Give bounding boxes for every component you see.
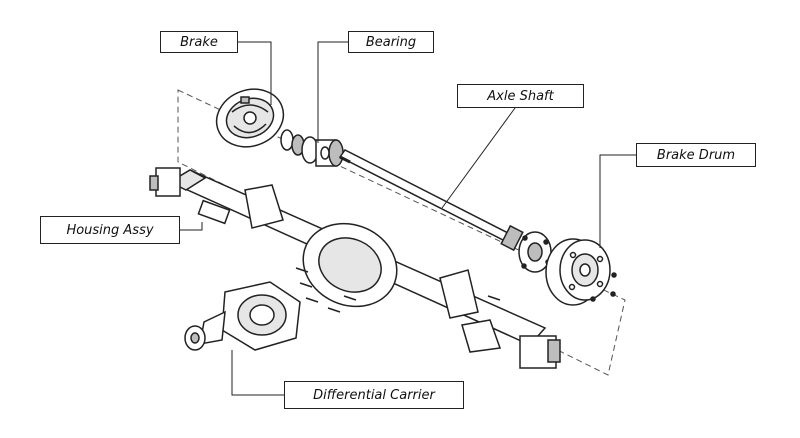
callout-axle-shaft: Axle Shaft <box>457 84 584 108</box>
housing-assy-part <box>149 167 561 369</box>
leader-lines <box>180 41 636 396</box>
callout-housing-assy: Housing Assy <box>40 216 180 244</box>
brake-part <box>215 88 285 148</box>
callout-brake-drum: Brake Drum <box>636 143 756 167</box>
callout-differential-carrier: Differential Carrier <box>284 381 464 409</box>
differential-carrier-part <box>184 281 301 351</box>
carrier-bolts <box>295 267 357 313</box>
exploded-plane-outline <box>177 89 626 376</box>
brake-drum-part <box>545 238 617 306</box>
bearing-part <box>280 129 344 167</box>
callout-brake: Brake <box>160 31 238 53</box>
callout-bearing: Bearing <box>348 31 434 53</box>
